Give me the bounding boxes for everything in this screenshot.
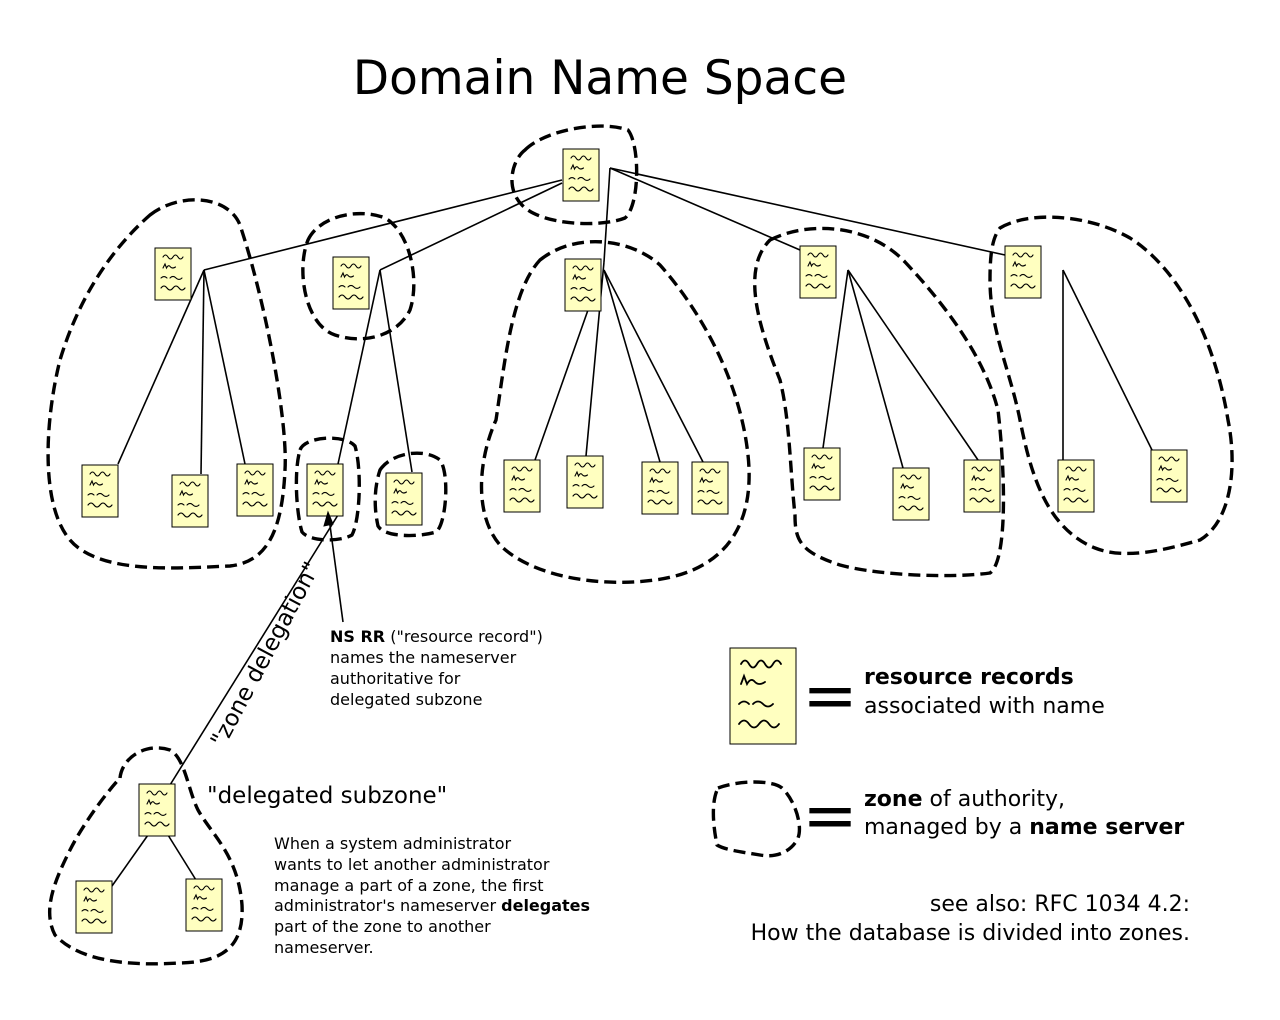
resource-record-icon — [75, 880, 113, 934]
resource-record-icon — [1150, 449, 1188, 503]
ns-rr-note: NS RR ("resource record") names the name… — [330, 627, 543, 709]
delegation-note-line4: administrator's nameserver — [274, 896, 501, 915]
resource-record-icon — [892, 467, 930, 521]
resource-record-icon — [729, 647, 797, 745]
svg-text:managed by a name server: managed by a name server — [864, 815, 1184, 840]
resource-record-icon — [236, 463, 274, 517]
resource-record-icon — [963, 459, 1001, 513]
legend-zone-desc: of authority, — [923, 787, 1065, 812]
resource-record-icon — [306, 463, 344, 517]
zone-boundary-icon — [46, 198, 287, 570]
svg-text:zone of authority,: zone of authority, — [864, 787, 1065, 812]
delegation-note: When a system administrator wants to let… — [274, 834, 590, 957]
legend-records-desc: associated with name — [864, 694, 1105, 719]
tree-edges — [111, 167, 1153, 887]
edge — [847, 269, 979, 461]
delegation-note-line6: nameserver. — [274, 938, 374, 957]
resource-record-icon — [138, 783, 176, 837]
svg-text:NS RR ("resource record"): NS RR ("resource record") — [330, 627, 543, 646]
resource-record-icon — [332, 256, 370, 310]
zone-boundary-icon — [373, 451, 448, 538]
zone-boundary-icon — [294, 436, 361, 542]
edge — [603, 269, 704, 463]
delegation-note-line1: When a system administrator — [274, 834, 511, 853]
see-also: see also: RFC 1034 4.2: How the database… — [751, 892, 1190, 946]
ns-rr-arrow — [323, 510, 344, 623]
edge — [822, 269, 849, 449]
zone-boundary-icon — [988, 215, 1234, 556]
see-also-line1: see also: RFC 1034 4.2: — [930, 892, 1190, 917]
resource-record-icon — [564, 258, 602, 312]
resource-record-icon — [799, 245, 837, 299]
legend: = resource records associated with name … — [711, 647, 1184, 858]
resource-record-icon — [81, 464, 119, 518]
edge — [200, 269, 205, 475]
see-also-line2: How the database is divided into zones. — [751, 921, 1190, 946]
delegated-subzone-label: "delegated subzone" — [207, 783, 447, 809]
resource-record-icon — [691, 461, 729, 515]
edge — [117, 269, 205, 465]
zone-boundaries — [46, 124, 1234, 966]
legend-name-server: name server — [1029, 815, 1184, 840]
edge — [379, 269, 413, 473]
legend-equals-zone: = — [802, 777, 857, 854]
ns-rr-note-line2: names the nameserver — [330, 648, 517, 667]
edge — [847, 269, 904, 469]
zone-boundary-icon — [301, 211, 416, 341]
edge — [603, 167, 611, 263]
svg-text:administrator's nameserver del: administrator's nameserver delegates — [274, 896, 590, 915]
delegation-note-line3: manage a part of a zone, the first — [274, 876, 544, 895]
zone-delegation-label: "zone delegation" — [206, 558, 325, 752]
resource-record-icon — [171, 474, 209, 528]
zone-boundary-icon — [711, 780, 802, 858]
zone-boundary-icon — [753, 226, 1006, 578]
zone-boundary-icon — [510, 124, 639, 226]
edge — [603, 269, 661, 463]
zone-boundary-icon — [479, 240, 751, 584]
ns-rr-note-line4: delegated subzone — [330, 690, 482, 709]
edge — [203, 269, 246, 465]
legend-records-title: resource records — [864, 665, 1074, 690]
resource-record-icon — [385, 472, 423, 526]
edge — [169, 514, 339, 786]
zone-boundary-icon — [47, 746, 244, 966]
legend-equals-records: = — [802, 657, 857, 734]
resource-record-icon — [566, 455, 604, 509]
delegation-note-line2: wants to let another administrator — [274, 855, 550, 874]
resource-record-icon — [154, 247, 192, 301]
resource-record-icon — [185, 878, 223, 932]
edge — [203, 179, 563, 271]
edge — [609, 167, 1006, 256]
edge — [534, 309, 589, 461]
page-title: Domain Name Space — [353, 51, 847, 106]
resource-record-icon — [1004, 245, 1042, 299]
resource-record-icon — [1057, 459, 1095, 513]
ns-rr-note-line1: ("resource record") — [385, 627, 543, 646]
legend-zone-line2: managed by a — [864, 815, 1029, 840]
delegation-note-line5: part of the zone to another — [274, 917, 491, 936]
resource-record-icon — [641, 461, 679, 515]
resource-record-icon — [803, 447, 841, 501]
legend-zone-title: zone — [864, 787, 923, 812]
edge — [337, 269, 381, 465]
edge — [111, 834, 149, 887]
edge — [379, 182, 563, 271]
ns-rr-note-line3: authoritative for — [330, 669, 461, 688]
ns-rr-term: NS RR — [330, 627, 385, 646]
edge — [609, 167, 801, 251]
resource-record-icon — [562, 148, 600, 202]
resource-record-icon — [503, 459, 541, 513]
delegates-term: delegates — [501, 896, 590, 915]
edge — [1062, 269, 1153, 451]
edge — [167, 834, 197, 881]
